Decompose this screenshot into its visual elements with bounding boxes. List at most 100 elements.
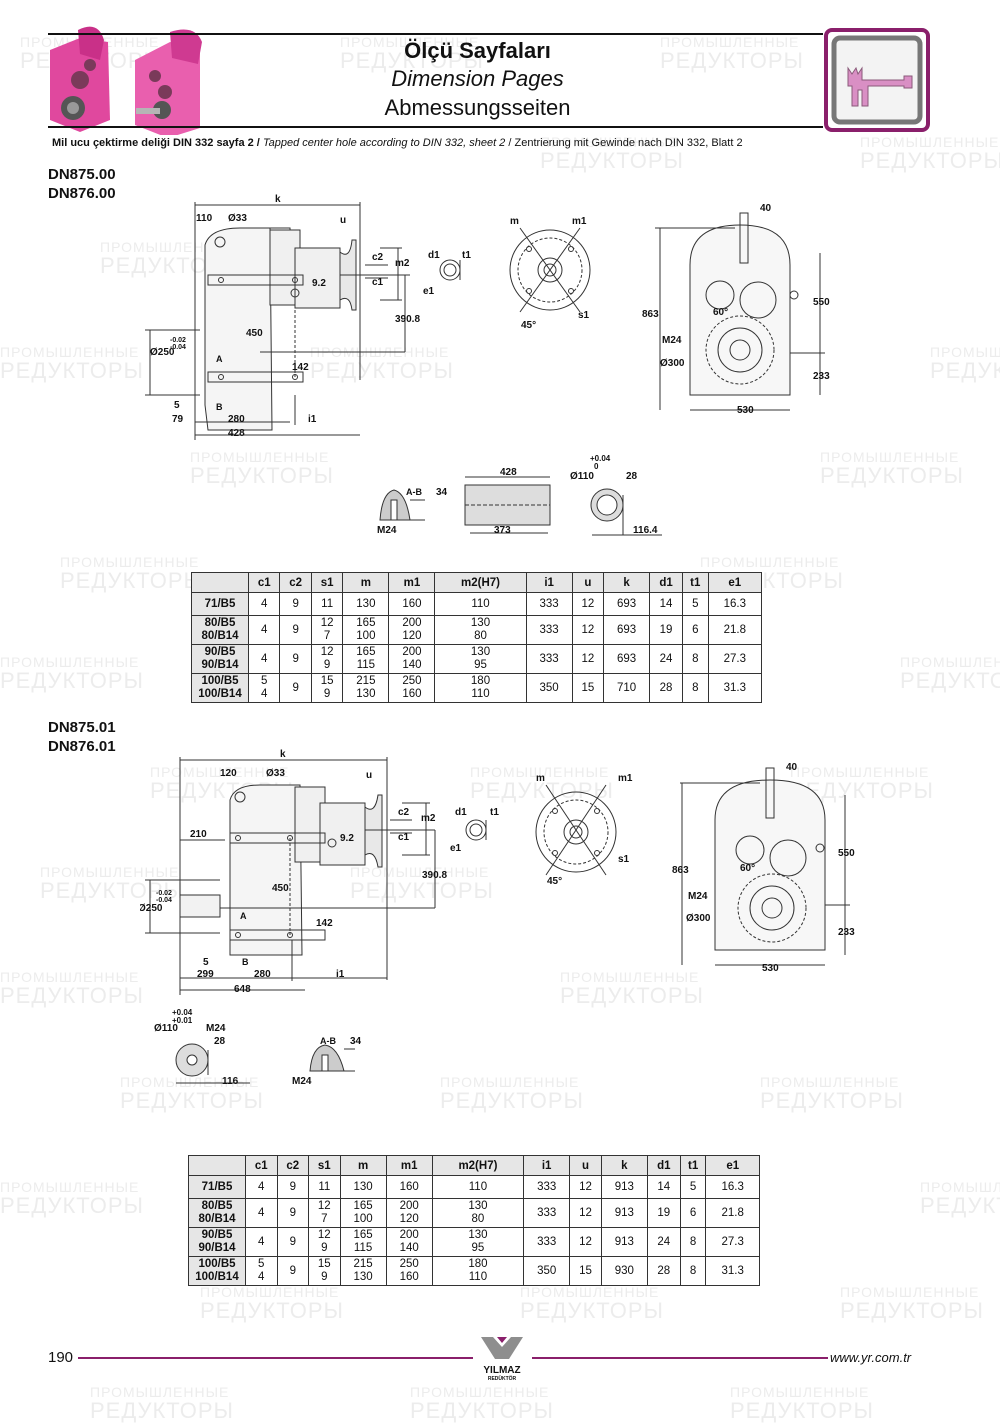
svg-text:373: 373	[494, 525, 511, 536]
table-cell: 15	[571, 673, 605, 703]
table-cell: 333	[525, 592, 573, 616]
svg-text:M24: M24	[377, 525, 397, 536]
svg-text:A-B: A-B	[406, 487, 422, 497]
table-cell: 12	[569, 1198, 602, 1228]
svg-text:B: B	[216, 402, 223, 412]
row-header: 90/B5 90/B14	[191, 644, 249, 674]
table-header-row: c1 c2 s1 m m1 m2(H7) i1 u k d1 t1 e1	[191, 572, 763, 593]
table-cell: 200 140	[385, 1227, 433, 1257]
svg-text:530: 530	[737, 405, 754, 416]
svg-text:233: 233	[838, 927, 855, 938]
table-cell: 4	[247, 644, 281, 674]
table-cell: 165 100	[342, 615, 390, 645]
svg-text:A: A	[216, 354, 223, 364]
flange-drawing-2	[535, 784, 617, 876]
svg-text:79: 79	[172, 414, 184, 425]
table-cell: 913	[600, 1175, 648, 1199]
table-cell: 693	[603, 644, 651, 674]
svg-text:Ø33: Ø33	[228, 213, 247, 224]
svg-text:0: 0	[594, 462, 599, 471]
page-title-en: Dimension Pages	[391, 66, 564, 91]
gear-reducer-1-image	[50, 26, 110, 132]
table-cell: 200 120	[385, 1198, 433, 1228]
dimension-table-1: c1 c2 s1 m m1 m2(H7) i1 u k d1 t1 e1 71/…	[191, 572, 763, 703]
table-cell: 4	[247, 615, 281, 645]
table-cell: 165 115	[339, 1227, 387, 1257]
table-cell: 28	[649, 673, 683, 703]
svg-text:5: 5	[203, 957, 209, 968]
table-cell: 693	[603, 592, 651, 616]
table-cell: 12 9	[310, 644, 344, 674]
table-cell: 27.3	[705, 1227, 760, 1257]
table-cell: 5 4	[245, 1256, 278, 1286]
product-image	[50, 26, 202, 135]
table-cell: 130 80	[434, 615, 527, 645]
table-cell: 11	[308, 1175, 341, 1199]
table-cell: 4	[245, 1227, 278, 1257]
svg-text:Ø250: Ø250	[140, 903, 163, 914]
table-cell: 6	[681, 615, 709, 645]
svg-text:e1: e1	[450, 843, 462, 854]
svg-text:k: k	[280, 749, 286, 760]
table-cell: 130 95	[434, 644, 527, 674]
svg-text:A-B: A-B	[320, 1036, 336, 1046]
svg-text:c2: c2	[372, 252, 384, 263]
front-view-drawing-2: 40 863 550 60° M24 Ø300 233 530	[672, 762, 855, 974]
row-header: 71/B5	[191, 592, 249, 616]
svg-text:+0.01: +0.01	[172, 1016, 193, 1025]
note-de: Zentrierung mit Gewinde nach DIN 332, Bl…	[514, 137, 743, 149]
svg-text:863: 863	[672, 865, 689, 876]
table-cell: 28	[646, 1256, 681, 1286]
detail-drawings-2: +0.04 +0.01 Ø110 M24 28 116 A-B 34 M24	[154, 1008, 362, 1087]
svg-text:m2: m2	[395, 258, 410, 269]
svg-text:M24: M24	[292, 1076, 312, 1087]
table-cell: 180 110	[434, 673, 527, 703]
svg-text:e1: e1	[423, 286, 435, 297]
shaft-end-drawing-2	[465, 819, 487, 841]
table-cell: 710	[603, 673, 651, 703]
svg-text:k: k	[275, 194, 281, 205]
table-cell: 12 9	[308, 1227, 341, 1257]
svg-text:c1: c1	[372, 277, 384, 288]
table-cell: 16.3	[707, 592, 763, 616]
svg-text:550: 550	[838, 848, 855, 859]
svg-text:m2: m2	[421, 813, 436, 824]
table-cell: 350	[525, 673, 573, 703]
svg-text:d1: d1	[428, 250, 440, 261]
table-cell: 8	[681, 673, 709, 703]
table-cell: 4	[247, 592, 281, 616]
svg-text:u: u	[366, 770, 372, 781]
table-cell: 215 130	[339, 1256, 387, 1286]
model-heading: DN875.01 DN876.01	[48, 719, 116, 755]
side-view-drawing-2: k 120 Ø33 210 u c2 m2 c1 9.2 390.8 450 -…	[140, 749, 633, 995]
svg-text:m: m	[536, 773, 545, 784]
svg-text:299: 299	[197, 969, 214, 980]
svg-text:28: 28	[626, 471, 638, 482]
row-header: 100/B5 100/B14	[188, 1256, 246, 1286]
svg-text:5: 5	[174, 400, 180, 411]
svg-text:45°: 45°	[521, 320, 536, 331]
side-view-drawing-1: k 110 Ø33 u c2 m2 c1 9.2 390.8 450 -0.02…	[145, 194, 591, 440]
table-cell: 200 140	[388, 644, 436, 674]
website-link[interactable]: www.yr.com.tr	[830, 1350, 912, 1365]
table-cell: 110	[431, 1175, 525, 1199]
svg-text:-0.04: -0.04	[170, 344, 186, 351]
svg-text:Ø300: Ø300	[686, 913, 711, 924]
svg-text:390.8: 390.8	[395, 314, 420, 325]
table-cell: 130	[339, 1175, 387, 1199]
svg-text:t1: t1	[462, 250, 471, 261]
gear-reducer-2-image	[135, 29, 202, 135]
svg-text:863: 863	[642, 309, 659, 320]
svg-text:M24: M24	[206, 1023, 226, 1034]
row-header: 100/B5 100/B14	[191, 673, 249, 703]
table-cell: 19	[646, 1198, 681, 1228]
table-cell: 110	[434, 592, 527, 616]
